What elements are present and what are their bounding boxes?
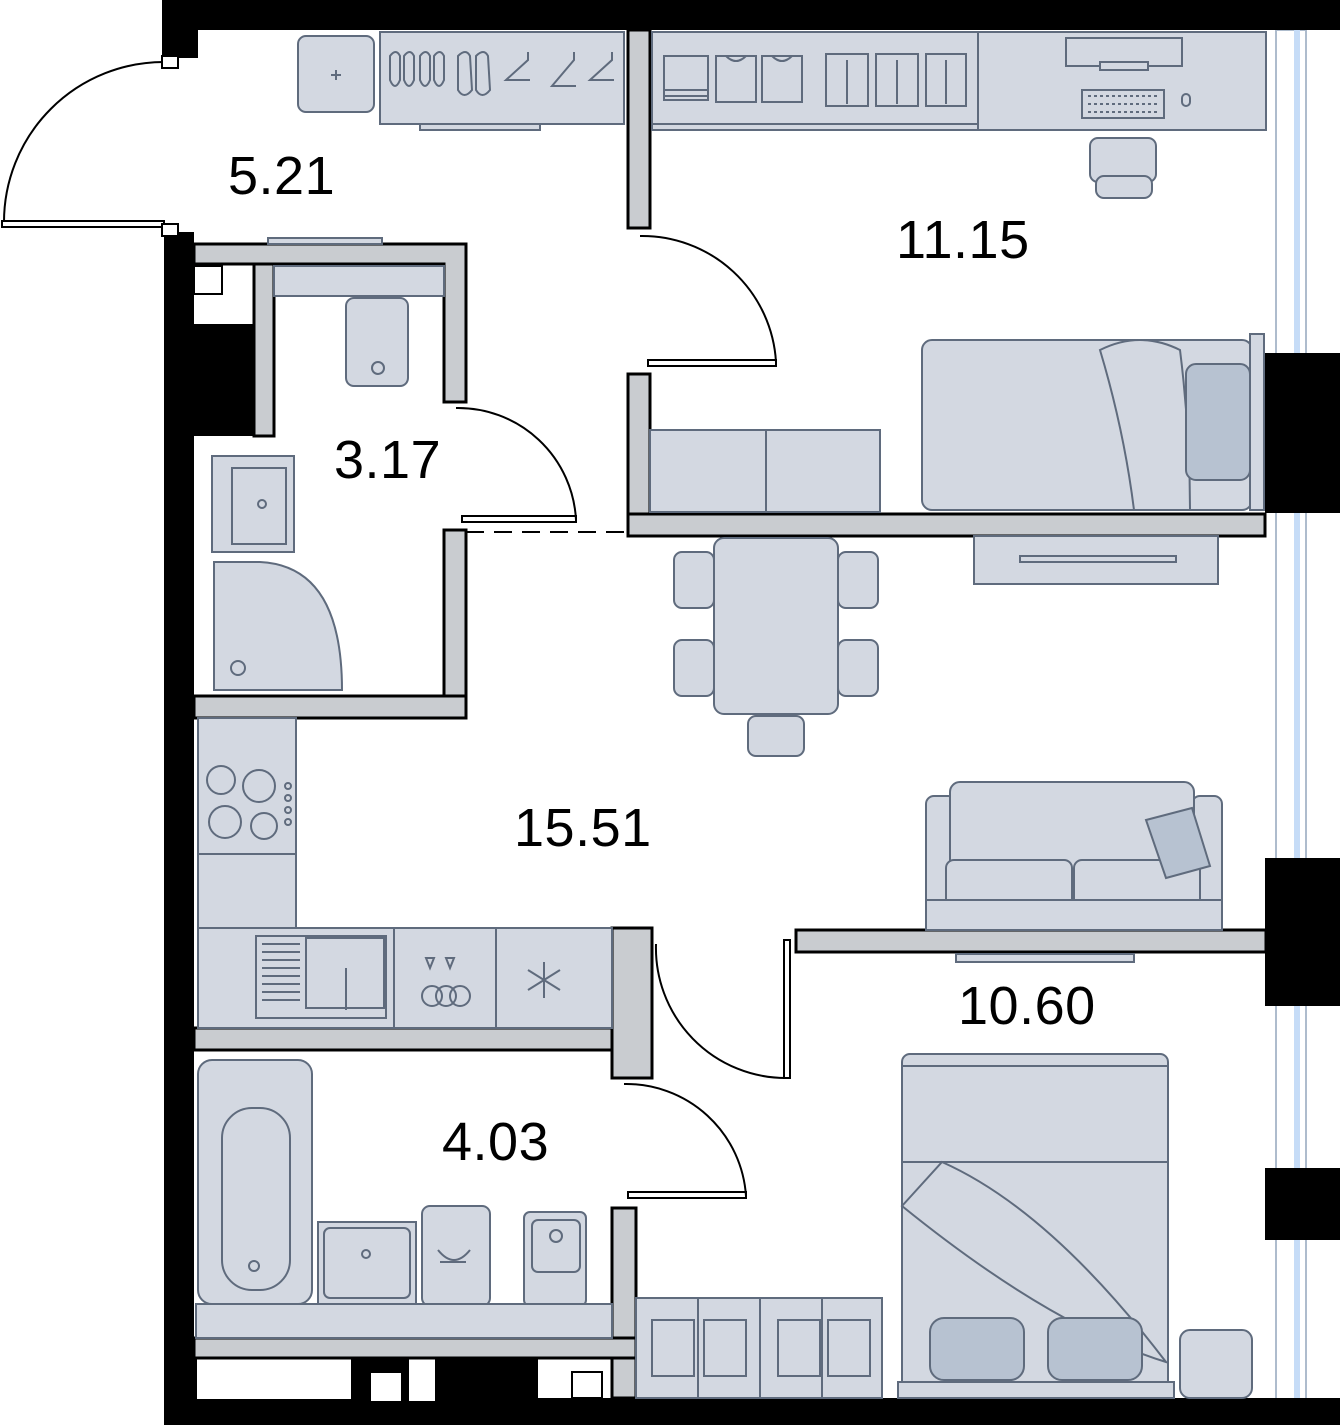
dining-set xyxy=(673,537,879,757)
pillow xyxy=(1185,363,1251,481)
shower-tray xyxy=(213,561,344,691)
area-label-bedroom-south: 10.60 xyxy=(958,976,1096,1036)
shaft-cutout-4 xyxy=(571,1371,603,1399)
vent-box xyxy=(193,265,223,295)
shaft-cutout-1 xyxy=(195,1357,353,1401)
interior-walls xyxy=(192,28,1268,1400)
bed-south xyxy=(897,1053,1175,1399)
washbasin-bathroom xyxy=(317,1221,417,1307)
cushion xyxy=(1144,806,1212,880)
fridge-snowflake-icon xyxy=(527,962,561,998)
bathroom-shelf xyxy=(195,1303,613,1339)
exterior-walls xyxy=(162,0,1340,1425)
dresser xyxy=(649,429,881,513)
shoes-icon xyxy=(389,51,492,96)
sofa xyxy=(925,781,1223,931)
bedroom-north-door[interactable] xyxy=(639,234,777,367)
desk-chair xyxy=(1089,137,1157,199)
area-label-bathroom: 4.03 xyxy=(442,1112,549,1172)
shower-room-door[interactable] xyxy=(455,406,577,523)
cooktop-icon xyxy=(206,765,292,840)
area-label-shower-room: 3.17 xyxy=(334,430,441,490)
tv-bar xyxy=(955,953,1135,963)
entrance-door[interactable] xyxy=(1,55,179,237)
nightstand xyxy=(1179,1329,1253,1399)
hangers-icon xyxy=(503,52,614,87)
bathroom-door[interactable] xyxy=(623,1082,747,1199)
mouse-icon xyxy=(1181,93,1191,107)
area-label-entrance-hall: 5.21 xyxy=(228,146,335,206)
toilet-top xyxy=(273,265,445,387)
area-label-bedroom-north: 11.15 xyxy=(896,210,1030,270)
bedroom-south-door[interactable] xyxy=(654,939,791,1079)
wardrobe-bedroom-north xyxy=(651,31,979,131)
shaft-cutout-2 xyxy=(369,1371,403,1403)
dishwasher-icon xyxy=(421,957,471,1007)
wardrobe-bedroom-south xyxy=(635,1297,883,1399)
toilet-bathroom xyxy=(523,1211,587,1307)
area-label-kitchen-living: 15.51 xyxy=(514,798,652,858)
bathtub xyxy=(197,1059,313,1305)
washing-machine xyxy=(421,1205,491,1307)
tv-stand xyxy=(973,535,1219,585)
kitchen-counter xyxy=(197,717,613,1029)
washbasin-shower-room xyxy=(211,455,295,553)
hall-shelf xyxy=(267,237,383,245)
desk xyxy=(977,31,1267,199)
bed-north xyxy=(921,333,1265,511)
wardrobe-hall xyxy=(297,31,625,131)
